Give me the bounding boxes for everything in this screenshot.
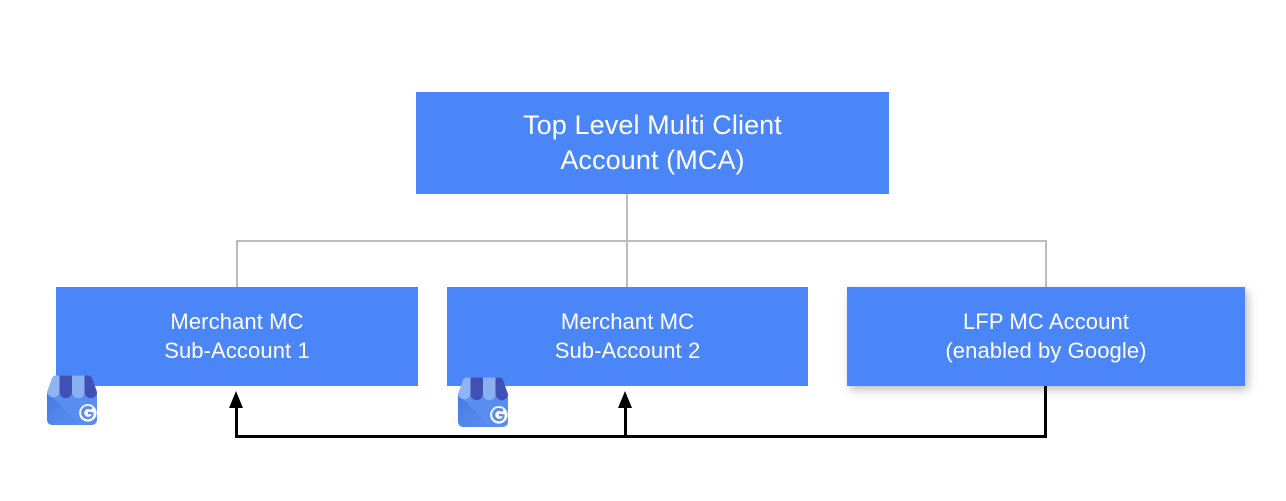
flow-line-up-sub2	[624, 400, 627, 437]
google-my-business-icon	[458, 377, 508, 427]
connector-drop-lfp	[1045, 240, 1047, 288]
connector-mca-stem	[626, 193, 628, 241]
flow-line-lfp-down	[1044, 385, 1047, 438]
google-my-business-icon	[47, 375, 97, 425]
node-lfp-mc-account[interactable]: LFP MC Account (enabled by Google)	[847, 287, 1245, 386]
connector-horizontal-bar	[236, 240, 1047, 242]
node-merchant-mc-sub-account-2[interactable]: Merchant MC Sub-Account 2	[447, 287, 808, 386]
flow-line-horizontal	[235, 435, 1046, 438]
node-top-level-mca[interactable]: Top Level Multi Client Account (MCA)	[416, 92, 889, 194]
arrowhead-into-sub1	[229, 391, 243, 408]
connector-drop-sub1	[236, 240, 238, 288]
node-merchant-mc-sub-account-1[interactable]: Merchant MC Sub-Account 1	[56, 287, 418, 386]
flow-line-up-sub1	[235, 400, 238, 437]
arrowhead-into-sub2	[618, 391, 632, 408]
connector-drop-sub2	[626, 240, 628, 288]
